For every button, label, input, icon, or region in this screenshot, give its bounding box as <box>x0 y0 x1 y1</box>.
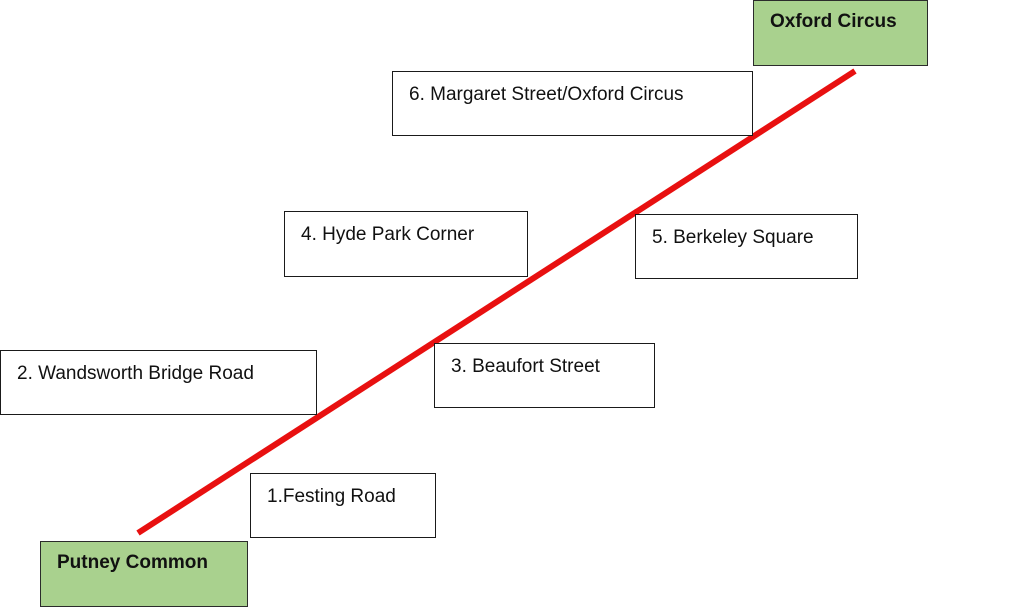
stop-5-box: 5. Berkeley Square <box>635 214 858 279</box>
end-terminal-label: Oxford Circus <box>770 11 897 32</box>
stop-1-label: 1.Festing Road <box>267 486 396 507</box>
stop-1-box: 1.Festing Road <box>250 473 436 538</box>
start-terminal-label: Putney Common <box>57 552 208 573</box>
stop-3-label: 3. Beaufort Street <box>451 356 600 377</box>
route-line <box>136 68 857 536</box>
stop-3-box: 3. Beaufort Street <box>434 343 655 408</box>
stop-5-label: 5. Berkeley Square <box>652 227 814 248</box>
stop-6-box: 6. Margaret Street/Oxford Circus <box>392 71 753 136</box>
start-terminal-putney-common: Putney Common <box>40 541 248 607</box>
stop-6-label: 6. Margaret Street/Oxford Circus <box>409 84 684 105</box>
stop-4-label: 4. Hyde Park Corner <box>301 224 475 245</box>
stop-2-box: 2. Wandsworth Bridge Road <box>0 350 317 415</box>
stop-4-box: 4. Hyde Park Corner <box>284 211 528 277</box>
stop-2-label: 2. Wandsworth Bridge Road <box>17 363 254 384</box>
end-terminal-oxford-circus: Oxford Circus <box>753 0 928 66</box>
